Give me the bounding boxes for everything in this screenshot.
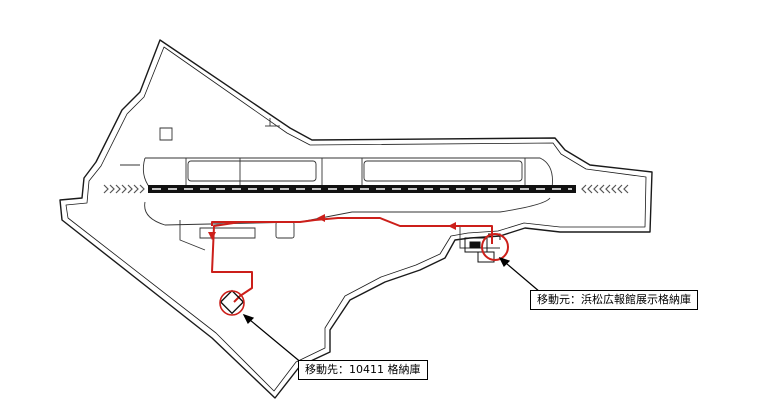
movement-route [211,217,493,303]
route-arrows [208,214,456,240]
taxiways [120,118,553,251]
route-arrow-1 [448,222,456,230]
leader-lines [242,256,541,365]
origin-label: 移動元：浜松広報館展示格納庫 [530,290,698,310]
base-perimeter [59,39,653,399]
route-arrow-3 [208,232,216,240]
destination-label: 移動先：10411 格納庫 [298,360,428,380]
origin-marker [481,233,509,261]
route-arrow-2 [317,214,325,222]
destination-hangar [219,289,245,316]
origin-leader-arrowhead [498,256,511,268]
museum-buildings [464,233,501,263]
destination-leader-arrowhead [242,313,255,325]
runway [103,184,629,194]
